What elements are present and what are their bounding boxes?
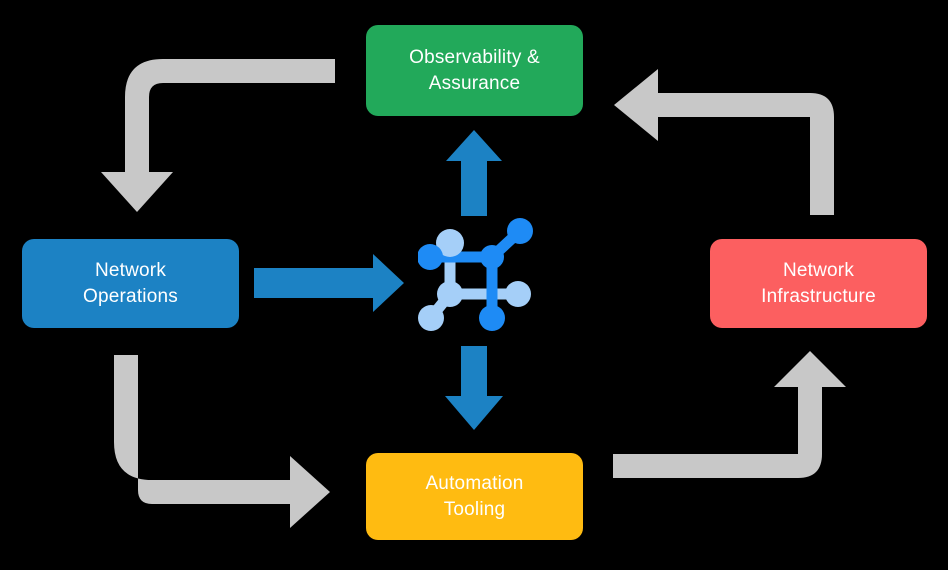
node-box-automation-tooling[interactable]: Automation Tooling: [366, 453, 583, 540]
network-topology-icon: [417, 218, 536, 336]
arrow-operations-to-automation: [114, 355, 330, 528]
node-label-network-infrastructure: Network Infrastructure: [761, 259, 876, 307]
topology-secondary-nodes: [418, 229, 531, 331]
arrow-infrastructure-to-observability: [614, 69, 834, 215]
node-label-automation-tooling: Automation Tooling: [425, 472, 524, 520]
arrow-automation-to-infrastructure: [613, 351, 846, 478]
arrow-operations-to-center: [254, 254, 404, 312]
topology-primary-nodes: [417, 218, 533, 331]
node-label-network-operations: Network Operations: [83, 259, 178, 307]
node-box-network-operations[interactable]: Network Operations: [22, 239, 239, 328]
node-label-observability: Observability & Assurance: [409, 46, 540, 94]
node-box-observability[interactable]: Observability & Assurance: [366, 25, 583, 116]
arrow-center-to-automation: [445, 346, 503, 430]
network-topology-icon-svg: [417, 218, 533, 331]
arrow-center-to-observability: [446, 130, 502, 216]
arrow-observability-to-operations: [101, 59, 335, 212]
node-box-network-infrastructure[interactable]: Network Infrastructure: [710, 239, 927, 328]
